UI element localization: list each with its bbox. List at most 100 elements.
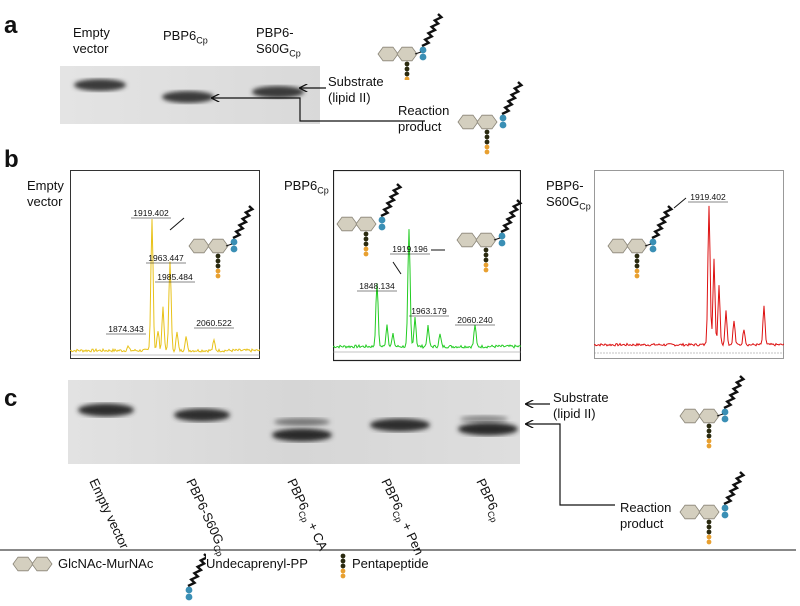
amino-acid bbox=[634, 273, 640, 279]
sugar-murnac bbox=[355, 216, 377, 232]
peak-label: 1985.484 bbox=[157, 272, 193, 282]
lipid-ii-icon bbox=[188, 205, 255, 279]
gel-image-c bbox=[68, 380, 520, 464]
amino-acid bbox=[634, 268, 640, 274]
substrate-line1: Substrate bbox=[328, 74, 384, 89]
amino-acid bbox=[340, 568, 346, 574]
substrate-line2: (lipid II) bbox=[328, 90, 371, 105]
pointer-arrow bbox=[673, 197, 687, 209]
lane-label-sub: Cp bbox=[196, 35, 208, 46]
amino-acid bbox=[363, 246, 369, 252]
legend-glcnac-murnac: GlcNAc-MurNAc bbox=[58, 556, 154, 571]
substrate-label-c: Substrate (lipid II) bbox=[553, 390, 609, 422]
amino-acid bbox=[634, 253, 640, 259]
lipid-ii-icon bbox=[607, 205, 674, 279]
lane-label-main: PBP6 bbox=[163, 28, 197, 43]
gel-band bbox=[78, 403, 134, 417]
amino-acid bbox=[706, 428, 712, 434]
glcnac-murnac-icon bbox=[12, 556, 53, 572]
lipid-ii-icon bbox=[377, 13, 444, 80]
lipid-ii bbox=[456, 199, 523, 273]
phosphate bbox=[721, 415, 729, 423]
gel-band bbox=[370, 418, 430, 432]
reaction-product bbox=[679, 471, 746, 545]
sugar-glcnac bbox=[377, 46, 399, 62]
phosphate bbox=[230, 238, 238, 246]
substrate-line1: Substrate bbox=[553, 390, 609, 405]
phosphate bbox=[185, 593, 193, 601]
sugar-murnac bbox=[396, 46, 418, 62]
sugar-glcnac bbox=[679, 408, 701, 424]
amino-acid bbox=[215, 253, 221, 259]
phosphate bbox=[721, 408, 729, 416]
amino-acid bbox=[215, 273, 221, 279]
isoprenoid-chain bbox=[651, 205, 674, 240]
amino-acid bbox=[404, 71, 410, 77]
amino-acid bbox=[363, 231, 369, 237]
product-label-c: Reaction product bbox=[620, 500, 671, 532]
amino-acid bbox=[706, 519, 712, 525]
product-arrow bbox=[212, 98, 425, 122]
amino-acid bbox=[483, 252, 489, 258]
spectrum-title-line2: vector bbox=[27, 194, 63, 209]
spectrum-trace bbox=[70, 218, 260, 353]
amino-acid bbox=[706, 438, 712, 444]
substrate-line2: (lipid II) bbox=[553, 406, 596, 421]
amino-acid bbox=[484, 129, 490, 135]
amino-acid bbox=[706, 534, 712, 540]
phosphate bbox=[378, 223, 386, 231]
product-arrow-c bbox=[526, 424, 615, 506]
amino-acid bbox=[483, 247, 489, 253]
product-line1: Reaction bbox=[398, 103, 450, 118]
amino-acid bbox=[706, 539, 712, 545]
peak-label: 1963.447 bbox=[148, 253, 184, 263]
sugar-murnac bbox=[31, 556, 53, 572]
isoprenoid-chain bbox=[421, 13, 444, 48]
phosphate bbox=[499, 114, 507, 122]
gel-band bbox=[458, 422, 518, 436]
phosphate bbox=[721, 511, 729, 519]
lipid-ii bbox=[377, 13, 444, 80]
undecaprenyl-pp-icon bbox=[185, 553, 206, 601]
amino-acid bbox=[404, 66, 410, 72]
peak-label: 1919.402 bbox=[690, 192, 726, 202]
lipid-ii-icon bbox=[456, 199, 523, 273]
gel-band bbox=[174, 408, 230, 422]
gel-band bbox=[272, 428, 332, 442]
amino-acid bbox=[404, 61, 410, 67]
amino-acid bbox=[484, 139, 490, 145]
lipid-ii bbox=[679, 375, 746, 449]
gel-band bbox=[162, 91, 214, 103]
amino-acid bbox=[484, 149, 490, 155]
sugar-glcnac bbox=[457, 114, 479, 130]
spectrum-title-sub: Cp bbox=[579, 201, 591, 212]
amino-acid bbox=[215, 268, 221, 274]
peak-label: 1919.402 bbox=[133, 208, 169, 218]
spectrum-title-line1: PBP6- bbox=[546, 178, 584, 193]
gel-image-a bbox=[60, 66, 320, 124]
sugar-glcnac bbox=[188, 238, 210, 254]
phosphate bbox=[230, 245, 238, 253]
amino-acid bbox=[706, 529, 712, 535]
isoprenoid-chain bbox=[723, 375, 746, 410]
sugar-murnac bbox=[698, 408, 720, 424]
lipid-ii bbox=[607, 205, 674, 279]
sugar-glcnac bbox=[336, 216, 358, 232]
lane-label-line1: Empty bbox=[73, 25, 110, 40]
spectrum-title-pbp6: PBP6Cp bbox=[284, 178, 329, 199]
isoprenoid-chain bbox=[232, 205, 255, 240]
amino-acid bbox=[215, 258, 221, 264]
product-line2: product bbox=[620, 516, 664, 531]
amino-acid bbox=[404, 76, 410, 80]
sugar-murnac bbox=[476, 114, 498, 130]
sugar-glcnac bbox=[12, 556, 34, 572]
phosphate bbox=[498, 232, 506, 240]
spectrum-title-sub: Cp bbox=[317, 185, 329, 196]
spectrum-title-empty-vector: Empty vector bbox=[27, 178, 64, 210]
amino-acid bbox=[483, 267, 489, 273]
legend-pentapeptide: Pentapeptide bbox=[352, 556, 429, 571]
sugar-glcnac bbox=[607, 238, 629, 254]
amino-acid bbox=[340, 558, 346, 564]
